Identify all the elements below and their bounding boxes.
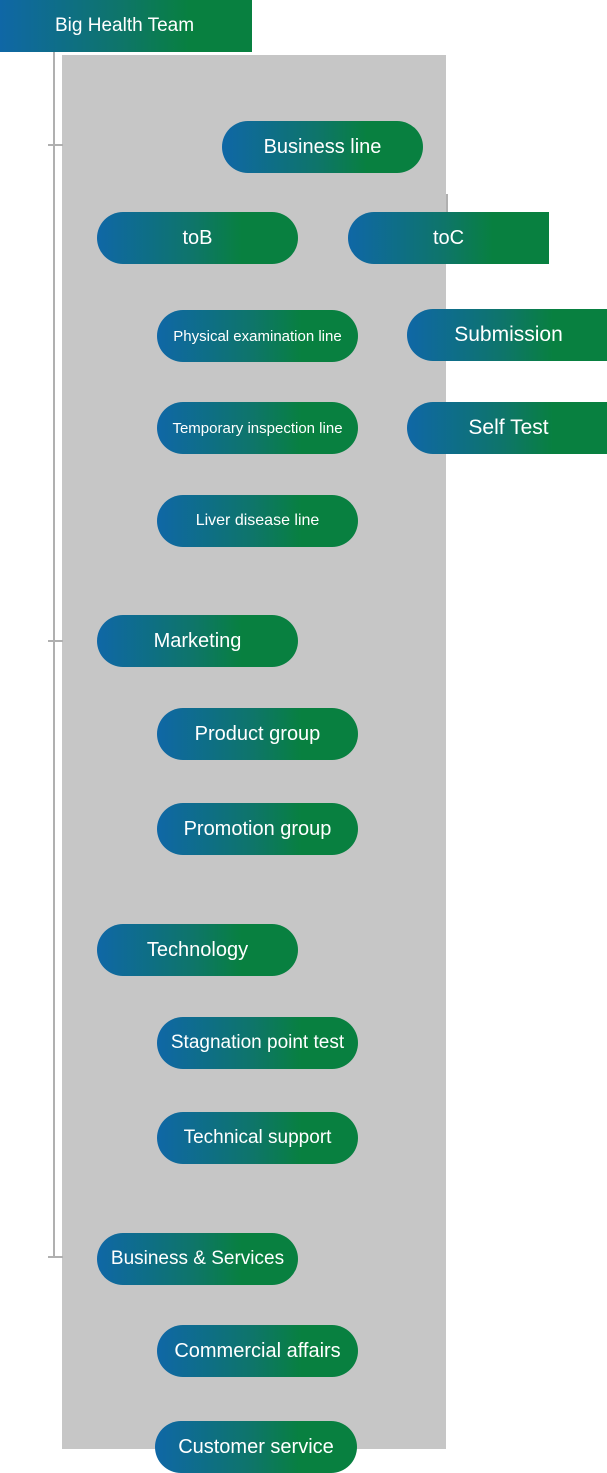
org-node-label: Commercial affairs [174, 1339, 341, 1362]
org-node-label: toB [182, 226, 213, 249]
org-node-marketing[interactable]: Marketing [97, 615, 298, 667]
org-node-technology[interactable]: Technology [97, 924, 298, 976]
org-node-label: Liver disease line [195, 512, 320, 529]
org-node-label: Technology [146, 938, 249, 961]
org-node-business-line[interactable]: Business line [222, 121, 423, 173]
connector-vertical-line [53, 52, 55, 1258]
org-node-liver-disease-line[interactable]: Liver disease line [157, 495, 358, 547]
org-node-commercial-affairs[interactable]: Commercial affairs [157, 1325, 358, 1377]
org-node-label: toC [432, 226, 465, 249]
org-root-node[interactable]: Big Health Team [0, 0, 252, 52]
org-node-physical-examination-line[interactable]: Physical examination line [157, 310, 358, 362]
org-node-label: Physical examination line [173, 327, 342, 345]
connector-branch-tick-marketing [48, 640, 63, 642]
org-node-label: Product group [194, 722, 321, 745]
org-node-product-group[interactable]: Product group [157, 708, 358, 760]
org-node-label: Customer service [178, 1435, 334, 1458]
org-node-promotion-group[interactable]: Promotion group [157, 803, 358, 855]
org-node-stagnation-point-test[interactable]: Stagnation point test [157, 1017, 358, 1069]
org-node-label: Submission [454, 323, 563, 346]
org-node-submission[interactable]: Submission [407, 309, 607, 361]
org-root-label: Big Health Team [55, 15, 195, 36]
connector-branch-tick-business-services [48, 1256, 63, 1258]
org-node-technical-support[interactable]: Technical support [157, 1112, 358, 1164]
org-node-label: Technical support [183, 1127, 332, 1148]
org-node-label: Stagnation point test [170, 1032, 345, 1053]
org-node-label: Promotion group [183, 817, 332, 840]
org-node-label: Temporary inspection line [172, 419, 343, 437]
org-node-business-services[interactable]: Business & Services [97, 1233, 298, 1285]
org-node-label: Business line [263, 135, 382, 158]
org-node-label: Marketing [153, 629, 242, 652]
connector-branch-tick-business-line [48, 144, 63, 146]
org-node-label: Self Test [468, 416, 549, 439]
org-node-toc[interactable]: toC [348, 212, 549, 264]
org-node-self-test[interactable]: Self Test [407, 402, 607, 454]
org-node-label: Business & Services [110, 1248, 285, 1269]
connector-stub-toc [446, 194, 448, 212]
org-node-tob[interactable]: toB [97, 212, 298, 264]
org-node-customer-service[interactable]: Customer service [155, 1421, 357, 1473]
org-node-temporary-inspection-line[interactable]: Temporary inspection line [157, 402, 358, 454]
